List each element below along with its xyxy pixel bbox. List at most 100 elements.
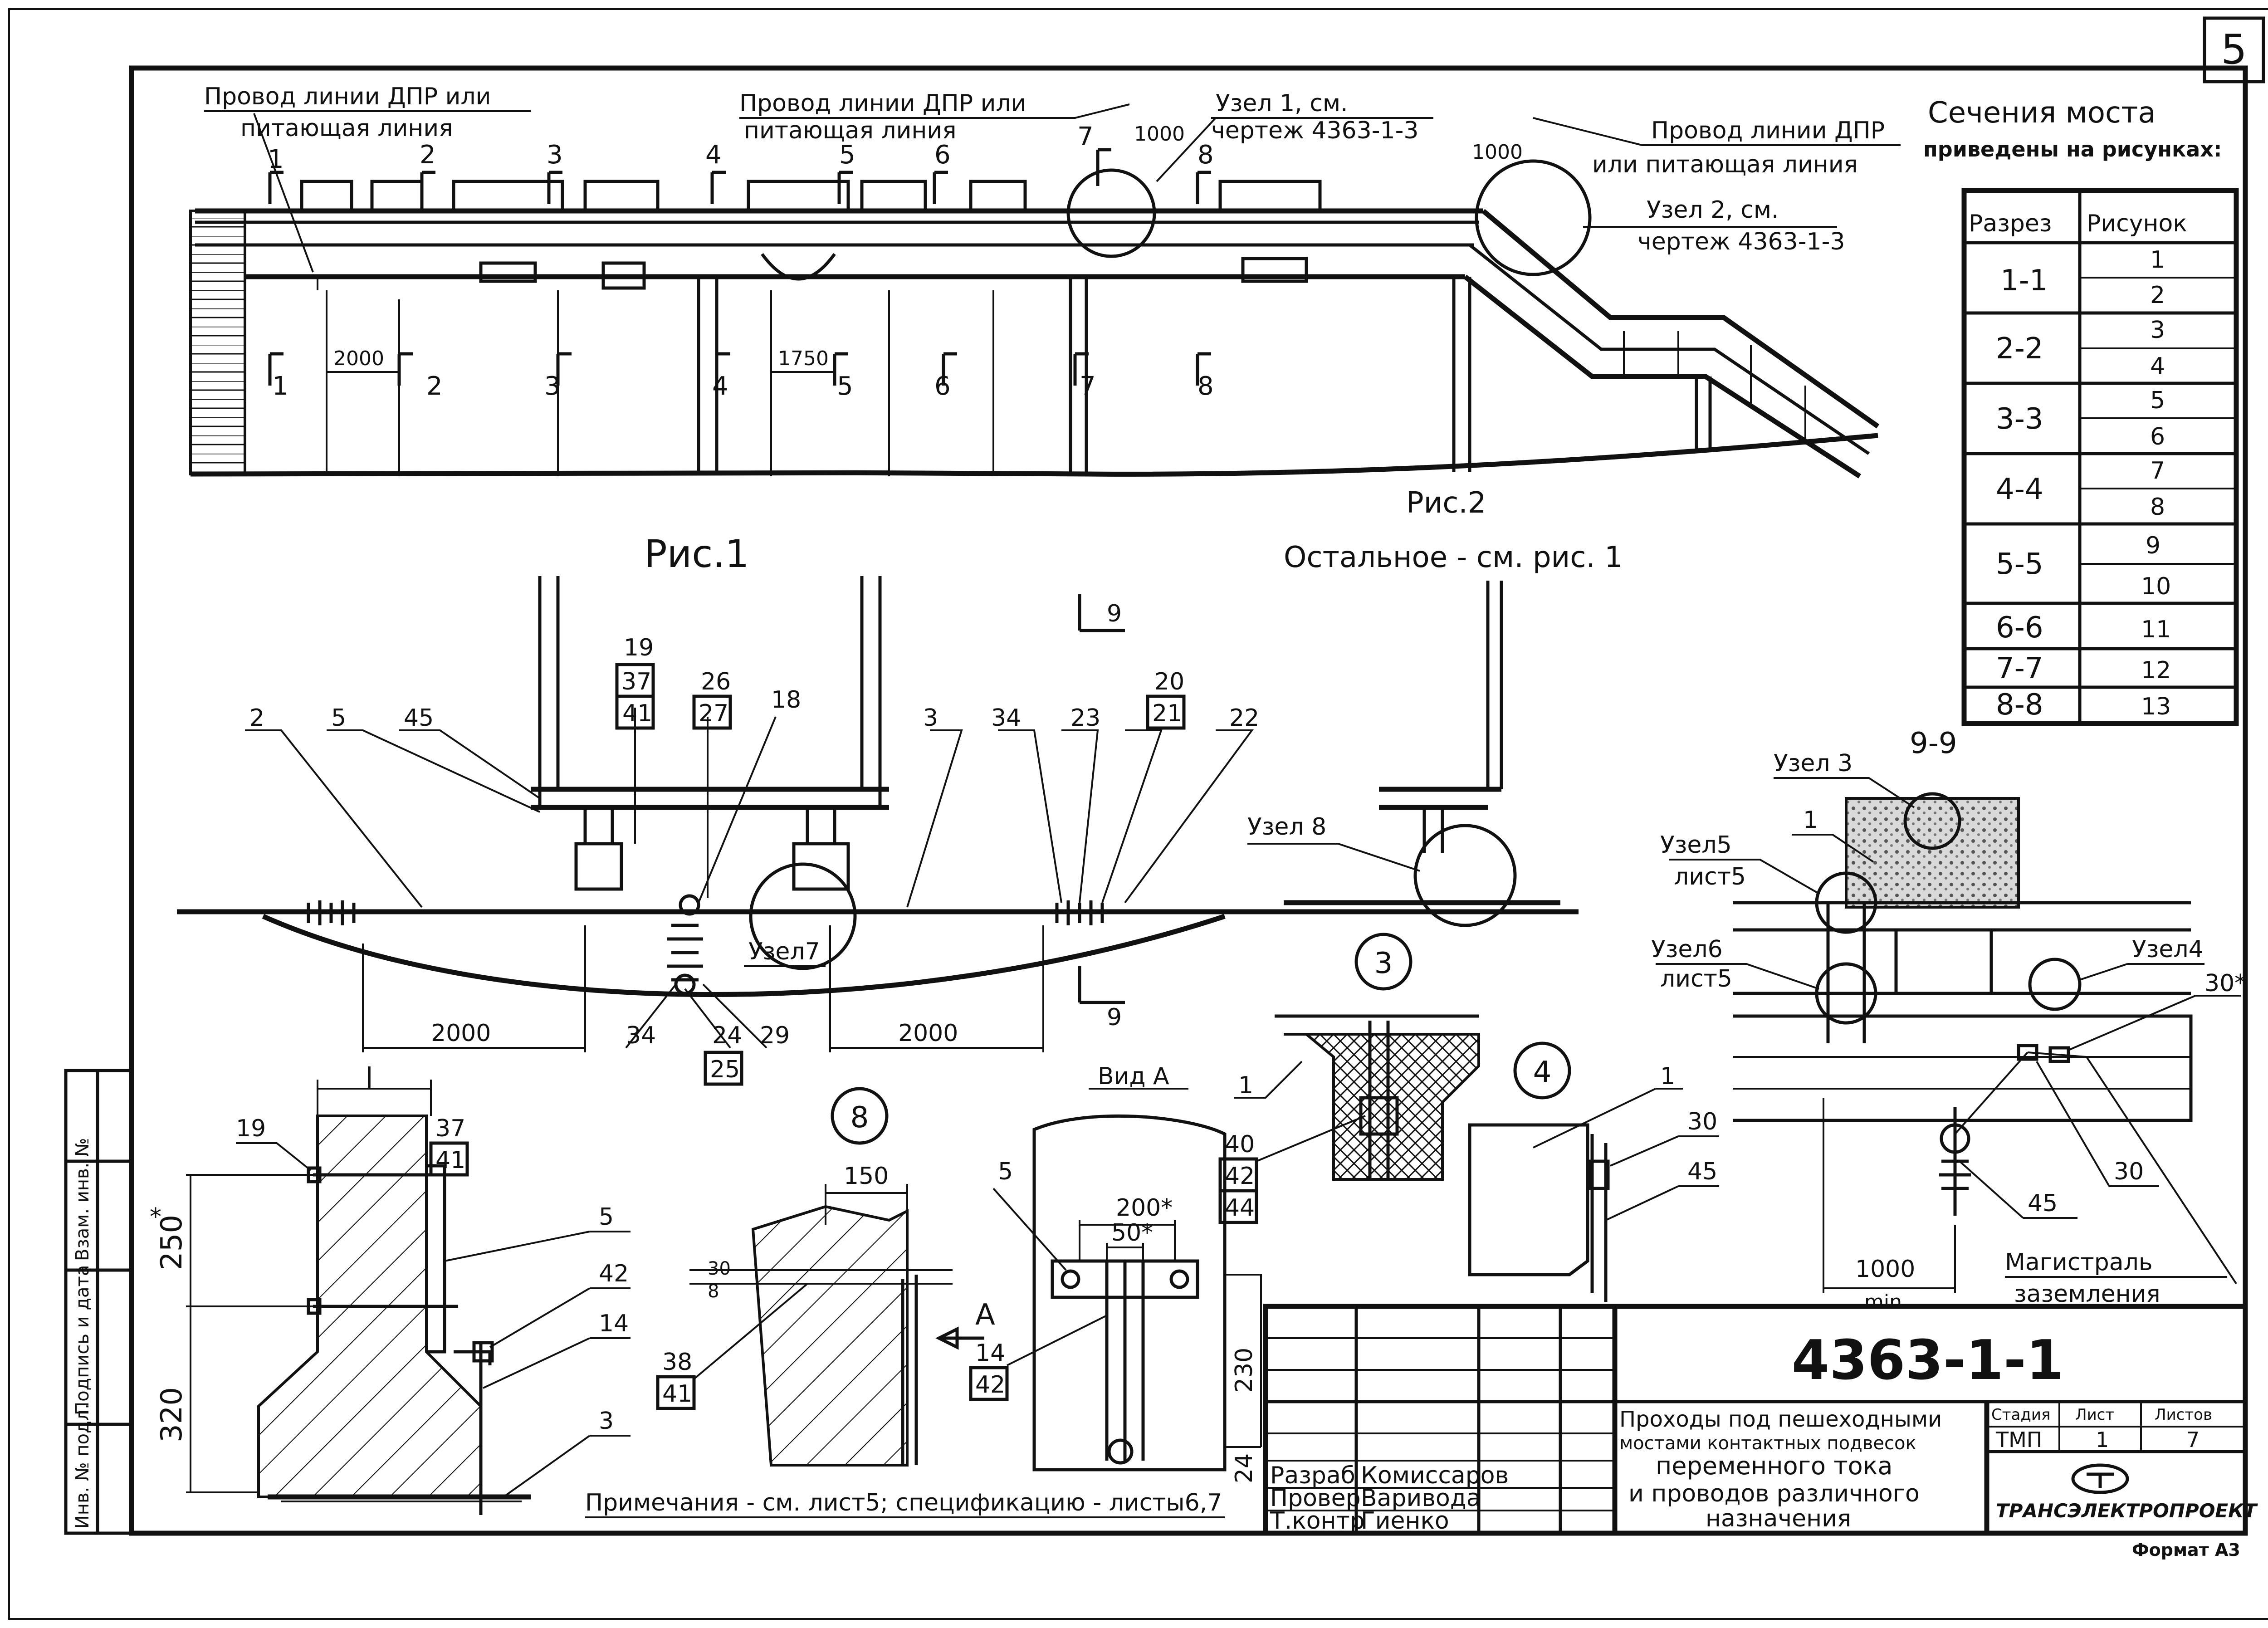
section9-node5-b: лист5 xyxy=(1674,863,1746,890)
sections-title: Сечения моста xyxy=(1928,96,2156,130)
bolt-callout-19: 19 xyxy=(236,1115,266,1142)
sec-row-2: 2-2 xyxy=(1996,332,2043,366)
viewA-dim-200: 200* xyxy=(1116,1194,1173,1222)
cut-3-bottom: 3 xyxy=(544,372,561,401)
detail4-callout-45: 45 xyxy=(1687,1158,1717,1185)
detail8-dim-150: 150 xyxy=(844,1163,889,1190)
wire-label-3b: или питающая линия xyxy=(1592,151,1858,178)
viewA-callout-5: 5 xyxy=(998,1158,1013,1185)
bolt-callout-14: 14 xyxy=(599,1310,629,1337)
sec-row-1: 1-1 xyxy=(2000,264,2048,298)
sheet-number: 5 xyxy=(2221,26,2247,73)
side-stamp: Инв. № подл. Подпись и дата Взам. инв. № xyxy=(64,1069,133,1535)
detail8-number: 8 xyxy=(850,1101,869,1134)
bolt-callout-5: 5 xyxy=(599,1203,614,1231)
fig1-callout-24: 24 xyxy=(712,1022,742,1049)
tb-sheets: 7 xyxy=(2186,1428,2200,1452)
ground-main-a: Магистраль xyxy=(2005,1249,2152,1276)
dim-1000-node1: 1000 xyxy=(1134,122,1185,146)
viewA-dim-230: 230 xyxy=(1231,1348,1258,1393)
fig1-callout-18: 18 xyxy=(771,686,801,714)
bolt-dim-320: 320 xyxy=(155,1387,189,1442)
tb-code: 4363-1-1 xyxy=(1792,1329,2064,1392)
fig1-node7: Узел7 xyxy=(748,938,820,965)
tb-stage-label: Стадия xyxy=(1991,1406,2050,1424)
detail4-number: 4 xyxy=(1533,1056,1552,1089)
sec-row-5-fig-b: 10 xyxy=(2141,573,2171,600)
fig2-node8: Узел 8 xyxy=(1247,813,1326,841)
section9-dim-1000: 1000 xyxy=(1855,1256,1915,1283)
tb-sheet: 1 xyxy=(2096,1428,2109,1452)
fig1-callout-21: 21 xyxy=(1152,700,1182,727)
cut-6-bottom: 6 xyxy=(934,372,951,401)
tb-name-1: Комиссаров xyxy=(1361,1462,1509,1489)
dim-1750-elev: 1750 xyxy=(778,347,829,370)
stamp-sign-label: Подпись и дата xyxy=(72,1265,93,1415)
dim-1000-node2: 1000 xyxy=(1472,141,1523,164)
tb-title-5: назначения xyxy=(1706,1505,1851,1532)
fig1-callout-41: 41 xyxy=(622,700,652,727)
section9-dim-min: min xyxy=(1864,1291,1902,1314)
sec-row-5-fig-a: 9 xyxy=(2146,532,2160,559)
detail-4: 4 1 30 45 xyxy=(1468,1041,1719,1302)
cut-2-top: 2 xyxy=(420,140,436,170)
sec-row-7-fig: 12 xyxy=(2141,657,2171,684)
train-cars xyxy=(300,180,1322,213)
fig1-callout-5: 5 xyxy=(331,704,346,732)
detail8-callout-38: 38 xyxy=(662,1349,692,1376)
sec-row-1-fig-a: 1 xyxy=(2150,246,2165,274)
node1-label-b: чертеж 4363-1-3 xyxy=(1211,117,1418,144)
tb-org: ТРАНСЭЛЕКТРОПРОЕКТ xyxy=(1996,1500,2258,1522)
detail8-dim-30: 30 xyxy=(708,1258,731,1279)
sections-subtitle: приведены на рисунках: xyxy=(1923,137,2222,161)
fig1-catenary-detail: Рис.1 2000 2000 xyxy=(177,532,1579,1090)
cut-5-bottom: 5 xyxy=(837,372,853,401)
sec-row-1-fig-b: 2 xyxy=(2150,282,2165,309)
cut-6-top: 6 xyxy=(934,140,951,170)
tb-title-1: Проходы под пешеходными xyxy=(1619,1407,1942,1432)
sec-row-6-fig: 11 xyxy=(2141,616,2171,643)
section9-node3: Узел 3 xyxy=(1774,750,1853,777)
viewA-dim-24: 24 xyxy=(1231,1453,1258,1483)
bolt-star: * xyxy=(150,1203,161,1231)
title-block: Разраб Комиссаров Провер Варивода Т.конт… xyxy=(1263,1304,2258,1560)
bolt-callout-37: 37 xyxy=(435,1115,465,1142)
sec-row-8-fig: 13 xyxy=(2141,693,2171,720)
detail-3: 3 1 40 42 44 xyxy=(1218,933,1480,1224)
node2-label-a: Узел 2, см. xyxy=(1647,196,1779,224)
fig1-cut-9-bottom: 9 xyxy=(1107,1004,1122,1031)
detail4-callout-1: 1 xyxy=(1660,1063,1675,1090)
section9-45: 45 xyxy=(2028,1190,2058,1217)
viewA-callout-42: 42 xyxy=(975,1371,1005,1398)
tb-title-4: и проводов различного xyxy=(1628,1480,1920,1507)
fig1-callout-34b: 34 xyxy=(626,1022,656,1049)
detail4-callout-30: 30 xyxy=(1687,1108,1717,1135)
cut-4-top: 4 xyxy=(705,140,722,170)
stamp-replace-label: Взам. инв. № xyxy=(72,1138,93,1261)
sec-row-2-fig-b: 4 xyxy=(2150,353,2165,380)
cut-4-bottom: 4 xyxy=(712,372,728,401)
fig1-dim-left: 2000 xyxy=(431,1020,491,1047)
fig1-callout-2: 2 xyxy=(249,704,264,732)
cut-3-top: 3 xyxy=(547,140,563,170)
fig1-view-a: Вид А xyxy=(1098,1063,1169,1090)
bolt-dim-l: l xyxy=(365,1062,373,1096)
bridge-elevation: 1 2 3 4 5 6 7 8 1 2 3 4 5 6 7 8 2000 175… xyxy=(189,83,1901,479)
sheet-frame: 5 xyxy=(8,8,2268,1620)
stamp-inv-label: Инв. № подл. xyxy=(72,1403,93,1529)
section9-label-1: 1 xyxy=(1803,807,1818,834)
detail8-dim-8: 8 xyxy=(708,1281,719,1302)
tb-role-3: Т.контр xyxy=(1270,1507,1365,1535)
sec-row-5: 5-5 xyxy=(1996,548,2043,581)
wire-label-3a: Провод линии ДПР xyxy=(1651,117,1885,144)
tb-sheet-label: Лист xyxy=(2075,1406,2114,1424)
detail3-callout-42: 42 xyxy=(1225,1163,1255,1190)
fig1-callout-37: 37 xyxy=(621,668,651,695)
wire-label-1a: Провод линии ДПР или xyxy=(204,83,491,110)
ground-main-b: заземления xyxy=(2014,1281,2160,1308)
viewA-callout-14: 14 xyxy=(975,1340,1005,1367)
fig2-subtitle: Остальное - см. рис. 1 xyxy=(1284,541,1623,574)
detail3-callout-44: 44 xyxy=(1225,1194,1255,1222)
fig1-callout-22: 22 xyxy=(1229,704,1259,732)
